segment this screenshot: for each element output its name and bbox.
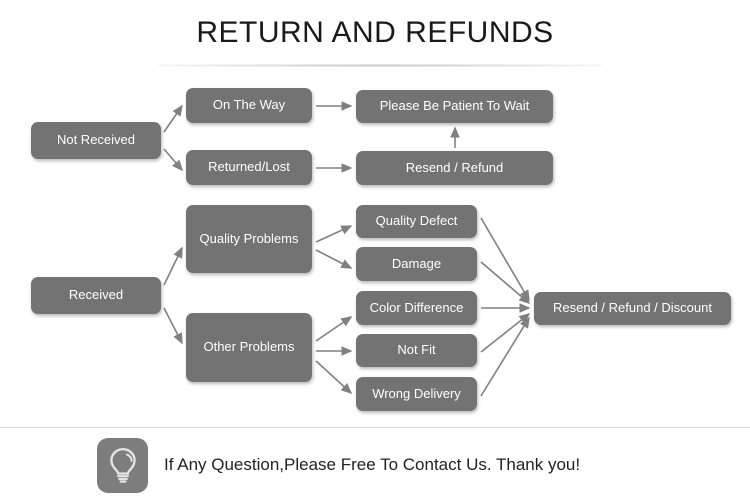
flow-edge-wrong-delivery-to-resend-refund-discount	[480, 316, 530, 397]
page-title: RETURN AND REFUNDS	[196, 16, 554, 49]
flow-node-wrong-delivery: Wrong Delivery	[356, 377, 477, 411]
flow-node-please-wait: Please Be Patient To Wait	[356, 90, 553, 123]
flow-edge-quality-problems-to-quality-defect	[315, 225, 353, 243]
flow-edge-other-problems-to-color-difference	[315, 316, 353, 342]
flow-node-damage: Damage	[356, 247, 477, 281]
flow-node-not-received: Not Received	[31, 122, 161, 159]
flow-node-resend-refund-discount: Resend / Refund / Discount	[534, 292, 731, 325]
flow-edge-not-fit-to-resend-refund-discount	[480, 313, 531, 353]
flow-edge-damage-to-resend-refund-discount	[480, 261, 531, 305]
flow-node-other-problems: Other Problems	[186, 313, 312, 382]
lightbulb-icon	[97, 437, 148, 493]
flow-edge-not-received-to-returned-lost	[163, 148, 184, 172]
flow-edge-other-problems-to-wrong-delivery	[315, 360, 353, 395]
flow-node-received: Received	[31, 277, 161, 314]
flow-node-not-fit: Not Fit	[356, 334, 477, 367]
flow-edge-quality-defect-to-resend-refund-discount	[480, 217, 530, 302]
flow-edge-quality-problems-to-damage	[315, 249, 353, 269]
footer-text: If Any Question,Please Free To Contact U…	[164, 455, 581, 474]
title-divider	[158, 64, 602, 67]
flow-edge-received-to-other-problems	[163, 307, 183, 345]
flow-node-color-difference: Color Difference	[356, 291, 477, 325]
flow-node-quality-problems: Quality Problems	[186, 205, 312, 273]
flow-node-resend-refund: Resend / Refund	[356, 151, 553, 185]
flow-node-returned-lost: Returned/Lost	[186, 150, 312, 185]
footer-divider	[0, 427, 750, 428]
footer: If Any Question,Please Free To Contact U…	[97, 437, 657, 493]
flow-edge-not-received-to-on-the-way	[163, 104, 183, 133]
flow-node-quality-defect: Quality Defect	[356, 205, 477, 238]
flow-node-on-the-way: On The Way	[186, 88, 312, 123]
flow-edge-received-to-quality-problems	[163, 246, 183, 286]
